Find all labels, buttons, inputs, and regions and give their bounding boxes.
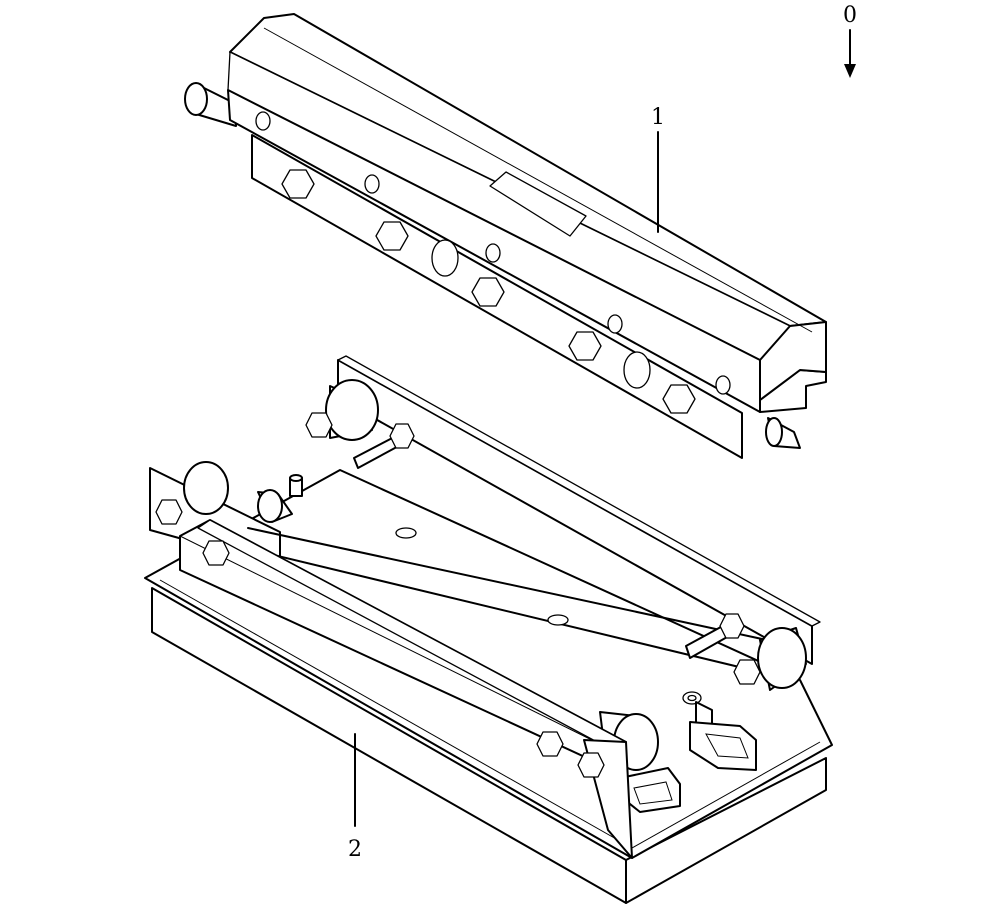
direction-arrow	[844, 29, 856, 78]
upper-right-pin	[765, 417, 801, 449]
base-block-side	[625, 757, 827, 904]
upper-hex-bolts	[281, 169, 696, 414]
upper-small-holes	[255, 111, 731, 395]
slide-rods	[227, 527, 777, 673]
back-right-bolt-stud	[685, 613, 745, 659]
upper-large-holes	[431, 239, 651, 389]
upper-bar-part	[184, 13, 827, 459]
base-surface-holes	[395, 527, 569, 626]
part-label-1: 1	[651, 105, 665, 130]
upper-left-pin	[184, 82, 237, 127]
part-label-2: 2	[348, 837, 362, 862]
left-cylinder	[183, 461, 303, 523]
base-top-plate	[144, 469, 833, 859]
back-left-cylinder	[305, 379, 379, 441]
ring-bracket	[682, 691, 757, 771]
back-right-cylinder	[733, 627, 807, 691]
direction-label: 0	[843, 3, 857, 28]
base-hex-nuts	[155, 499, 605, 778]
back-left-bolt-stud	[353, 423, 415, 469]
upper-window	[489, 171, 587, 237]
base-assembly-part	[144, 355, 833, 904]
